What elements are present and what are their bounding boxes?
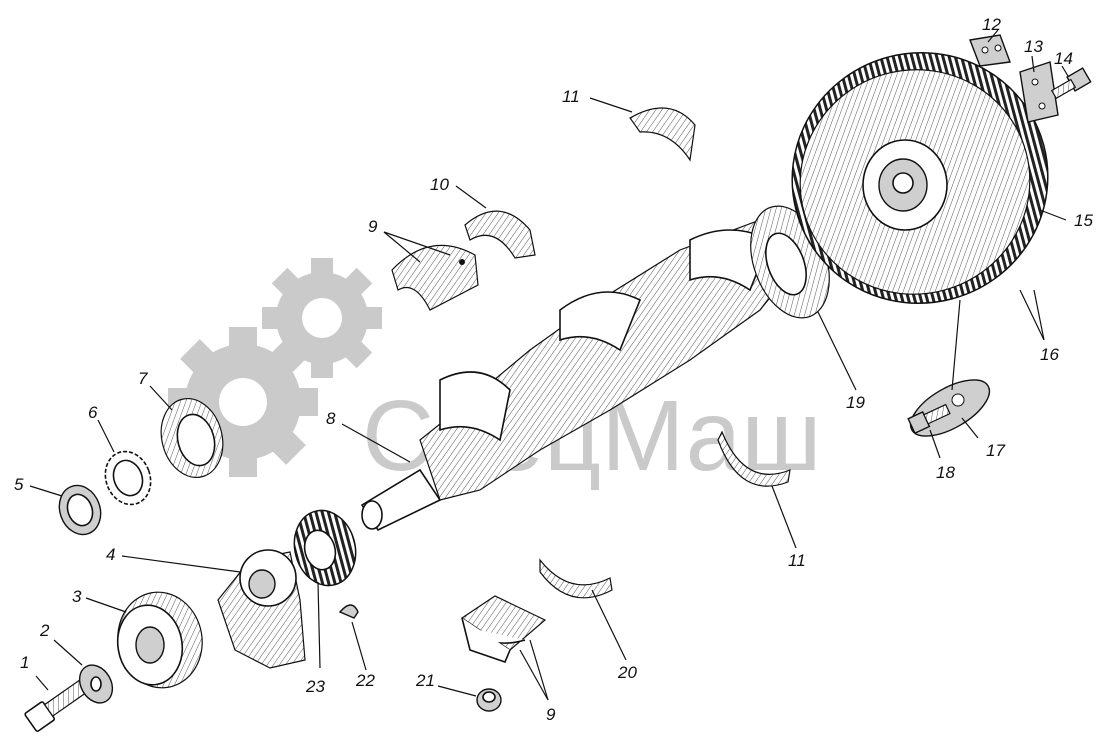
part-plate-bolt: [907, 403, 951, 435]
label-22: 22: [355, 671, 375, 690]
part-crankshaft: [360, 219, 801, 532]
part-ring-nut: [58, 484, 102, 536]
part-pulley: [116, 591, 203, 689]
part-bearing-shells-upper: [391, 244, 479, 311]
label-16: 16: [1040, 345, 1059, 364]
label-21: 21: [415, 671, 435, 690]
part-washer: [78, 664, 114, 704]
part-small-nut: [476, 688, 502, 712]
leader-lines: [29, 29, 1069, 701]
part-flywheel-bolt: [1050, 67, 1092, 100]
label-4: 4: [106, 545, 115, 564]
part-main-bearing-half: [464, 210, 536, 259]
part-labels: 1 2 3 4 5 6 7 8 9 10 11 12 13 14 15 16 1…: [14, 15, 1093, 724]
label-2: 2: [39, 621, 50, 640]
label-9-upper: 9: [368, 217, 378, 236]
label-17: 17: [986, 441, 1005, 460]
part-flywheel: [791, 52, 1049, 304]
label-15: 15: [1074, 211, 1093, 230]
label-9-lower: 9: [546, 705, 556, 724]
part-counterweight: [217, 549, 306, 669]
label-18: 18: [936, 463, 955, 482]
part-bearing-half: [539, 558, 613, 599]
label-10: 10: [430, 175, 449, 194]
part-seal-ring: [160, 397, 224, 479]
label-5: 5: [14, 475, 24, 494]
label-13: 13: [1024, 37, 1043, 56]
part-timing-gear: [293, 509, 357, 587]
label-12: 12: [982, 15, 1001, 34]
label-20: 20: [617, 663, 637, 682]
label-11-upper: 11: [562, 87, 580, 106]
part-lock-plate-2: [1019, 61, 1059, 123]
part-key: [338, 604, 359, 619]
label-14: 14: [1054, 49, 1073, 68]
label-11-lower: 11: [788, 551, 806, 570]
label-6: 6: [88, 403, 98, 422]
part-bearing-shells-lower: [460, 595, 547, 663]
part-thrust-half-lower: [717, 430, 791, 487]
label-7: 7: [138, 369, 148, 388]
part-thrust-half-upper: [629, 107, 696, 162]
label-1: 1: [20, 653, 29, 672]
part-bolt: [24, 678, 90, 732]
label-3: 3: [72, 587, 82, 606]
part-lock-washer: [104, 450, 152, 506]
label-23: 23: [305, 677, 325, 696]
part-lock-plate: [969, 34, 1011, 67]
label-8: 8: [326, 409, 336, 428]
label-19: 19: [846, 393, 865, 412]
part-lock-plate-3: [909, 379, 991, 437]
